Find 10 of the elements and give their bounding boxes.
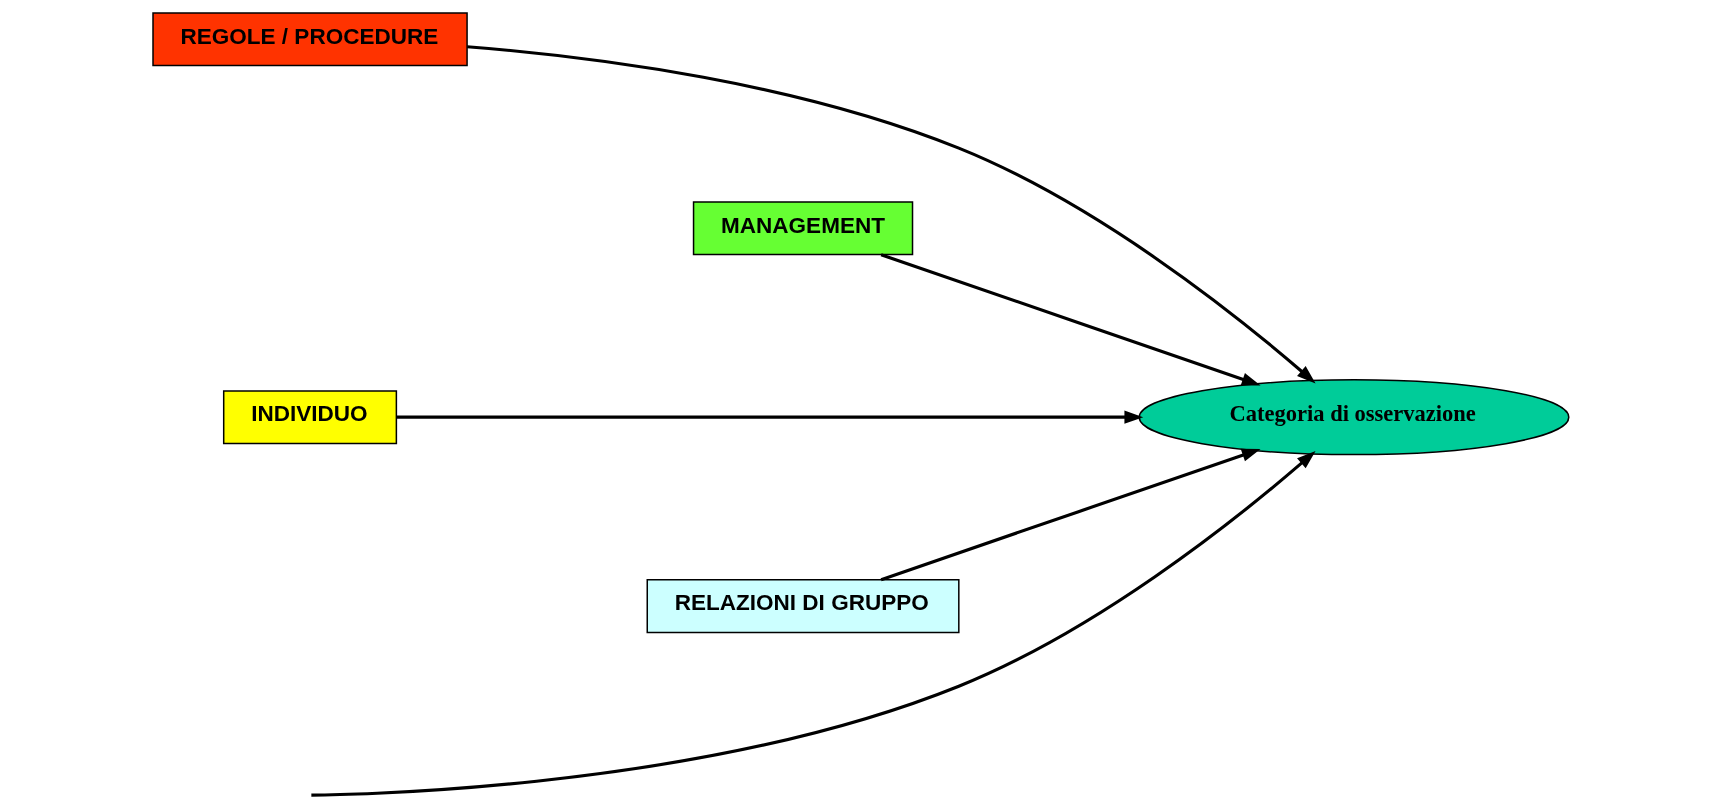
node-ellipse: Categoria di osservazione: [1137, 379, 1570, 456]
node-box: INDIVIDUO: [222, 390, 397, 445]
arrow: [466, 45, 1316, 384]
arrow: [880, 448, 1261, 582]
node-box: MANAGEMENT: [692, 201, 913, 256]
node-box: REGOLE / PROCEDURE: [151, 12, 468, 67]
arrow: [310, 451, 1316, 797]
arrow: [396, 410, 1143, 424]
arrow: [880, 253, 1261, 386]
node-box: RELAZIONI DI GRUPPO: [646, 579, 960, 634]
